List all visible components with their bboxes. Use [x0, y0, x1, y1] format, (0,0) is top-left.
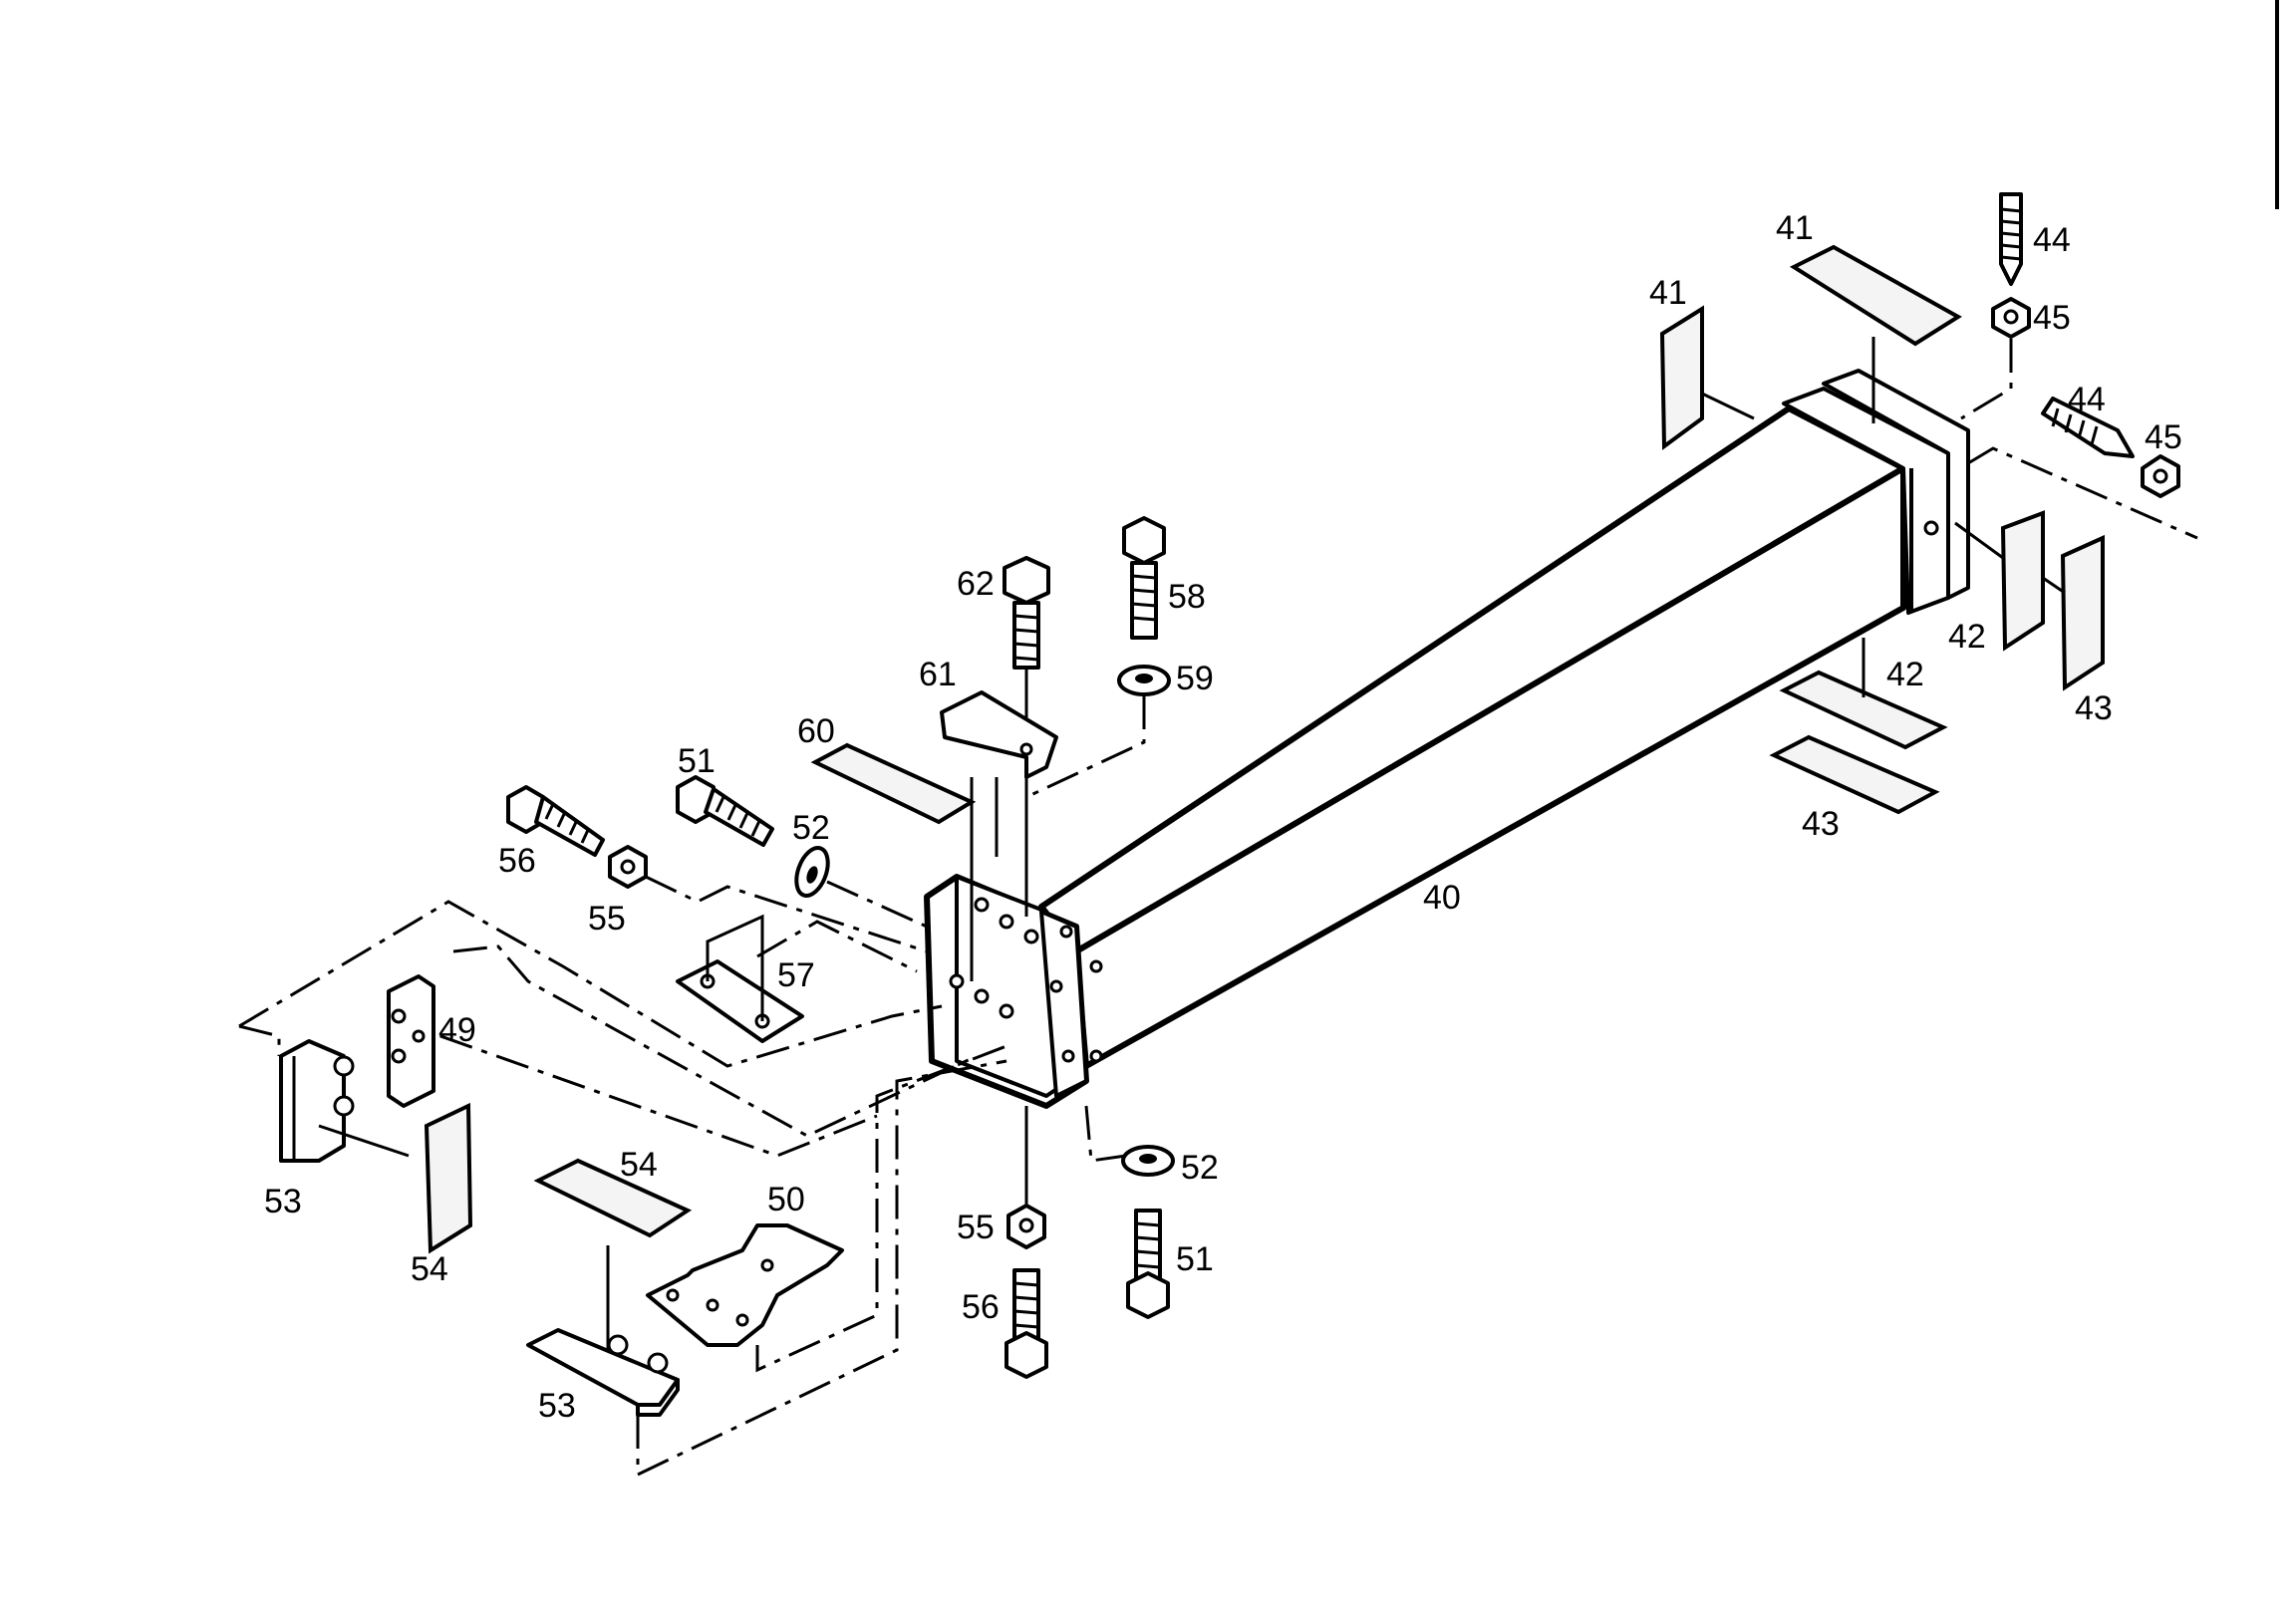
label-57: 57 — [777, 956, 815, 994]
label-50: 50 — [767, 1181, 805, 1218]
pad-41-horizontal — [1789, 244, 1962, 423]
washer-59 — [1025, 665, 1171, 799]
label-59: 59 — [1176, 660, 1214, 697]
label-45-side: 45 — [2145, 418, 2182, 456]
pad-60 — [810, 742, 977, 981]
pad-43-horizontal — [1769, 734, 1940, 815]
plate-53-left — [279, 1039, 410, 1163]
bolt-58 — [1122, 516, 1166, 640]
label-40: 40 — [1423, 879, 1461, 917]
label-49: 49 — [438, 1011, 476, 1049]
pad-54-left — [424, 1102, 473, 1254]
assembly-line-c — [238, 1024, 281, 1056]
pad-42-vertical — [1954, 510, 2045, 652]
label-41-top: 41 — [1776, 209, 1814, 247]
label-60: 60 — [797, 712, 835, 750]
label-42-lower: 42 — [1886, 656, 1924, 693]
label-41-left: 41 — [1649, 274, 1687, 312]
assembly-line-e — [756, 920, 918, 973]
nut-45-top — [1960, 297, 2031, 420]
clamp-61 — [940, 690, 1058, 917]
label-45-top: 45 — [2033, 299, 2071, 337]
label-53-bottom: 53 — [538, 1387, 576, 1425]
main-beam-40 — [1038, 369, 1970, 1069]
bolt-56-left — [506, 785, 605, 857]
label-54-bottom: 54 — [620, 1146, 658, 1184]
set-screw-44-horizontal — [2041, 397, 2135, 458]
label-56-bottom: 56 — [962, 1288, 1000, 1326]
label-51-bottom: 51 — [1176, 1240, 1214, 1278]
label-56-left: 56 — [498, 842, 536, 880]
pad-41-vertical — [1659, 305, 1755, 450]
pad-42-horizontal — [1779, 638, 1948, 750]
bolt-51-bottom — [1126, 1209, 1170, 1319]
label-55-bottom: 55 — [957, 1209, 995, 1246]
plate-50 — [646, 1044, 1007, 1373]
nut-55-bottom — [1006, 1106, 1046, 1249]
label-58: 58 — [1168, 578, 1206, 616]
label-44-side: 44 — [2068, 381, 2106, 418]
washer-52-left — [794, 846, 928, 929]
label-54-left: 54 — [411, 1250, 448, 1288]
assembly-line-b — [452, 944, 978, 1138]
label-51-left: 51 — [678, 742, 716, 780]
label-53-left: 53 — [264, 1183, 302, 1220]
bolt-62 — [1003, 556, 1050, 722]
pad-43-vertical — [2042, 534, 2105, 691]
label-62: 62 — [957, 565, 995, 603]
pad-54-bottom — [533, 1158, 693, 1360]
label-52-left: 52 — [792, 809, 830, 847]
label-55-left: 55 — [588, 900, 626, 938]
beam-end-frame — [924, 874, 1103, 1109]
label-42-right: 42 — [1948, 618, 1986, 656]
set-screw-44-vertical — [1999, 192, 2023, 286]
nut-45-side — [1967, 446, 2198, 540]
washer-52-bottom — [1084, 1105, 1175, 1177]
plate-49 — [387, 974, 435, 1108]
label-44-top: 44 — [2033, 221, 2071, 259]
label-52-bottom: 52 — [1181, 1149, 1219, 1187]
bracket-57 — [676, 914, 804, 1043]
plate-53-bottom — [526, 1059, 1007, 1478]
nut-55-left — [608, 845, 928, 953]
assembly-line-a — [238, 900, 943, 1068]
bolt-56-bottom — [1004, 1268, 1048, 1379]
label-61: 61 — [919, 656, 957, 693]
bolt-51-left — [676, 775, 774, 847]
label-43-right: 43 — [2075, 689, 2113, 727]
label-43-lower: 43 — [1802, 805, 1840, 843]
